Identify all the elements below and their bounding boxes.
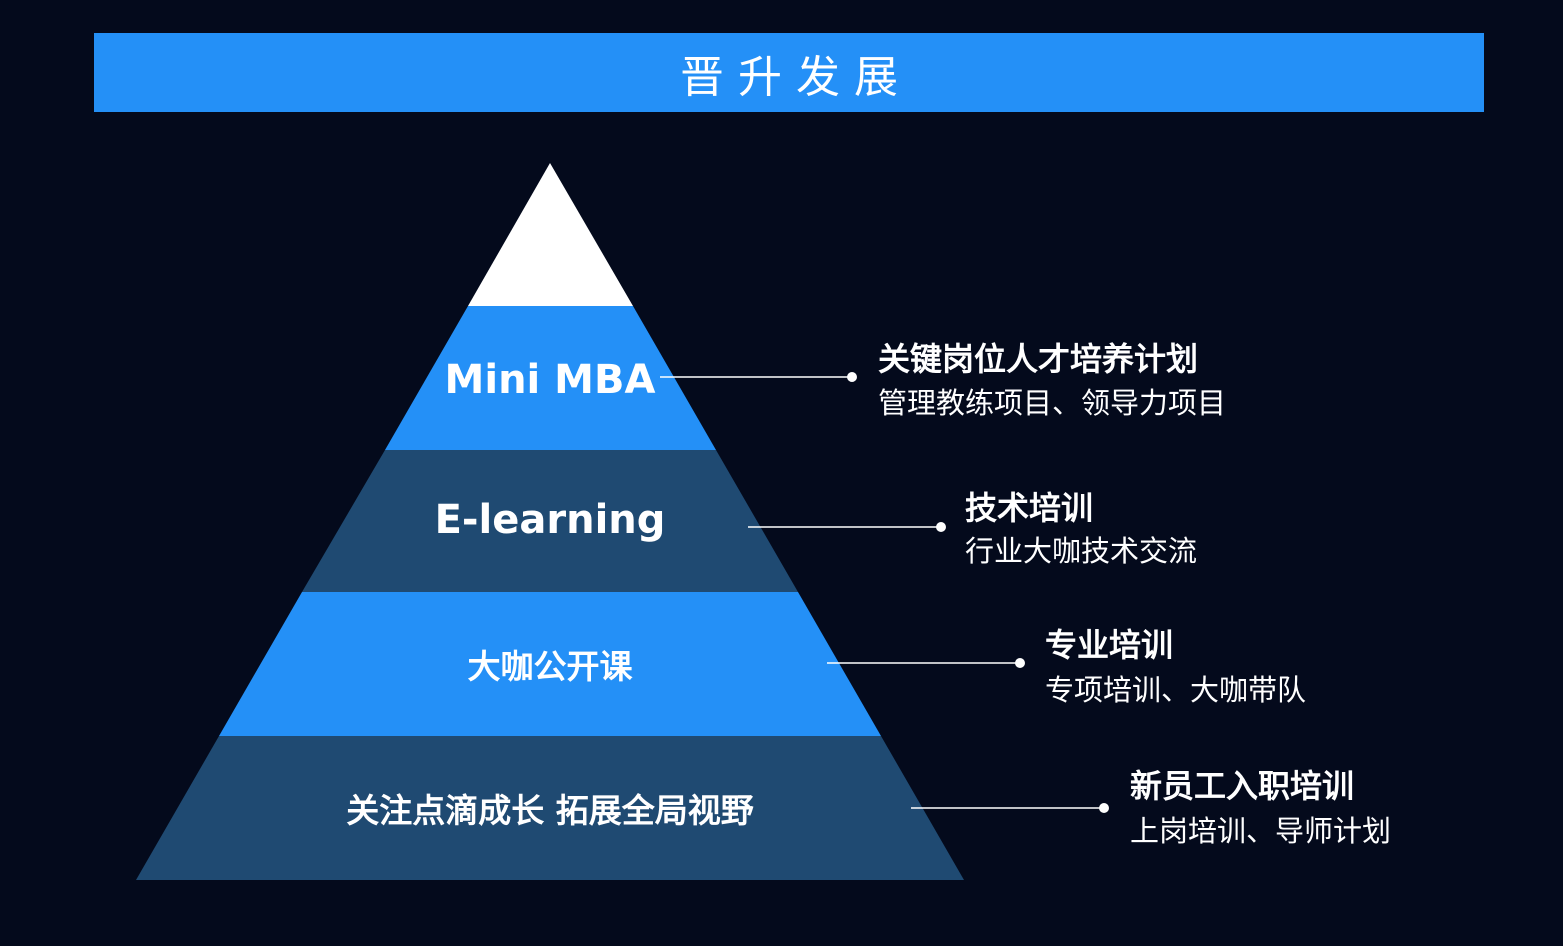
side-subtitle-2: 行业大咖技术交流 [965, 534, 1198, 568]
connector-dot-1 [847, 372, 857, 382]
connector-dot-4 [1099, 803, 1109, 813]
side-title-1: 关键岗位人才培养计划 [878, 340, 1199, 378]
side-subtitle-4: 上岗培训、导师计划 [1130, 814, 1392, 848]
header-banner: 晋升发展 [94, 33, 1484, 112]
tier-label-e-learning: E-learning [434, 497, 666, 543]
page-title: 晋升发展 [680, 51, 912, 103]
pyramid-tier-2 [302, 450, 798, 592]
pyramid-tier-1 [385, 306, 716, 450]
connector-dot-2 [936, 522, 946, 532]
tier-label-open-class: 大咖公开课 [467, 647, 633, 686]
side-subtitle-3: 专项培训、大咖带队 [1045, 673, 1307, 707]
connector-dot-3 [1015, 658, 1025, 668]
side-title-2: 技术培训 [965, 489, 1094, 527]
tier-label-growth: 关注点滴成长 拓展全局视野 [346, 791, 754, 830]
side-title-3: 专业培训 [1045, 626, 1174, 664]
side-subtitle-1: 管理教练项目、领导力项目 [878, 386, 1227, 420]
pyramid-apex [468, 163, 633, 306]
pyramid-tier-3 [219, 592, 881, 736]
pyramid-tier-4 [136, 736, 964, 880]
side-title-4: 新员工入职培训 [1130, 767, 1355, 805]
tier-label-mini-mba: Mini MBA [444, 357, 656, 403]
